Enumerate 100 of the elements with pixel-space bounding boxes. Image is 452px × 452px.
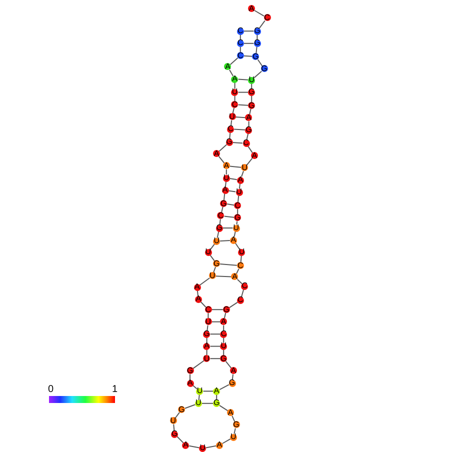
connector-line bbox=[224, 216, 235, 218]
connector-line bbox=[234, 95, 236, 102]
connector-line bbox=[210, 346, 221, 347]
nucleotide-circle: G bbox=[254, 40, 261, 47]
scale-tick-label: 0 bbox=[48, 385, 54, 395]
nucleotide-circle: A bbox=[231, 273, 238, 280]
connector-line bbox=[226, 204, 235, 206]
connector-line bbox=[226, 168, 227, 175]
connector-line bbox=[237, 208, 238, 215]
nucleotide-circle: U bbox=[241, 164, 248, 172]
nucleotide-circle: A bbox=[203, 342, 210, 350]
nucleotide-circle: C bbox=[236, 296, 244, 304]
connector-line bbox=[234, 128, 246, 130]
connector-line bbox=[176, 436, 184, 444]
connector-line bbox=[232, 142, 243, 144]
connector-line bbox=[220, 240, 230, 242]
nucleotide-circle: G bbox=[216, 224, 223, 232]
nucleotide-circle: G bbox=[228, 380, 236, 387]
connector-line bbox=[232, 108, 234, 114]
connector-line bbox=[198, 394, 200, 400]
connector-line bbox=[211, 321, 221, 322]
connector-line bbox=[184, 404, 196, 409]
connector-line bbox=[211, 309, 224, 310]
connector-line bbox=[222, 438, 231, 444]
connector-line bbox=[188, 445, 200, 448]
nucleotide-circle: U bbox=[228, 113, 236, 120]
connector-line bbox=[238, 78, 249, 80]
nucleotide-circle: U bbox=[203, 355, 210, 362]
nucleotide-circle: A bbox=[194, 296, 202, 303]
connector-line bbox=[224, 312, 226, 319]
nucleotide-circle: C bbox=[236, 262, 244, 270]
connector-line bbox=[192, 360, 204, 370]
nucleotide-circle: C bbox=[236, 40, 244, 47]
nucleotide-circle: G bbox=[178, 406, 186, 414]
connector-line bbox=[173, 424, 175, 432]
connector-line bbox=[257, 59, 263, 66]
nucleotide-circle: G bbox=[232, 421, 240, 428]
connector-line bbox=[240, 256, 242, 263]
connector-line bbox=[219, 384, 230, 390]
connector-line bbox=[243, 30, 254, 32]
connector-line bbox=[234, 428, 236, 434]
connector-line bbox=[251, 95, 252, 103]
nucleotide-circle: G bbox=[248, 102, 256, 110]
connector-line bbox=[218, 144, 228, 152]
nucleotide-circle: G bbox=[254, 28, 261, 35]
connector-line bbox=[229, 166, 242, 168]
connector-line bbox=[220, 264, 238, 266]
connector-line bbox=[210, 334, 221, 335]
connector-line bbox=[229, 69, 234, 76]
nucleotide-circle: C bbox=[236, 52, 244, 60]
connector-line bbox=[254, 10, 264, 17]
nucleotide-circle: C bbox=[220, 330, 228, 338]
nucleotide-circle: G bbox=[213, 400, 220, 407]
connector-line bbox=[223, 337, 224, 344]
nucleotide-circle: U bbox=[196, 388, 204, 395]
connector-line bbox=[206, 445, 216, 448]
nucleotide-circle: C bbox=[204, 306, 212, 314]
connector-line bbox=[224, 193, 226, 200]
connector-line bbox=[216, 230, 220, 238]
nucleotide-circle: U bbox=[230, 434, 237, 441]
nucleotide-circle: C bbox=[234, 202, 242, 210]
connector-line bbox=[234, 82, 236, 90]
nucleotide-circle: G bbox=[234, 214, 242, 222]
nucleotide-circle: A bbox=[216, 442, 223, 449]
nucleotide-circle: G bbox=[260, 65, 268, 72]
connector-line bbox=[223, 349, 224, 356]
nucleotide-circle: C bbox=[236, 28, 244, 35]
connector-line bbox=[206, 349, 208, 356]
connector-line bbox=[258, 20, 266, 29]
connector-line bbox=[221, 206, 224, 213]
connector-line bbox=[238, 92, 249, 93]
nucleotide-circle: U bbox=[232, 224, 240, 232]
nucleotide-circle: U bbox=[208, 272, 216, 280]
connector-line bbox=[243, 42, 254, 44]
nucleotide-circle: A bbox=[231, 76, 238, 83]
connector-line bbox=[238, 195, 240, 203]
connector-line bbox=[236, 278, 242, 284]
nucleotide-circle: U bbox=[220, 342, 228, 350]
nucleotide-circle: C bbox=[241, 282, 248, 290]
nucleotide-circle: C bbox=[231, 101, 238, 108]
connector-line bbox=[240, 46, 241, 53]
nucleotide-circle: A bbox=[230, 236, 237, 244]
nucleotide-circle: A bbox=[224, 63, 232, 70]
connector-line bbox=[246, 158, 253, 166]
nucleotide-circle: A bbox=[182, 442, 190, 449]
connector-line bbox=[241, 170, 244, 178]
nucleotide-circle: U bbox=[238, 248, 246, 256]
nucleotide-circle: U bbox=[213, 238, 220, 245]
nucleotide-circle: A bbox=[186, 380, 194, 387]
nucleotide-circle: A bbox=[236, 176, 244, 184]
connector-line bbox=[206, 324, 208, 332]
nucleotide-circle: A bbox=[222, 186, 228, 194]
connector-line bbox=[215, 276, 232, 278]
connector-line bbox=[238, 183, 240, 190]
nucleotide-circle: U bbox=[204, 248, 212, 256]
nucleotide-circle: U bbox=[231, 88, 238, 96]
connector-line bbox=[228, 302, 238, 308]
connector-line bbox=[219, 218, 221, 225]
nucleotide-circle: U bbox=[199, 444, 206, 452]
connector-line bbox=[201, 402, 214, 404]
